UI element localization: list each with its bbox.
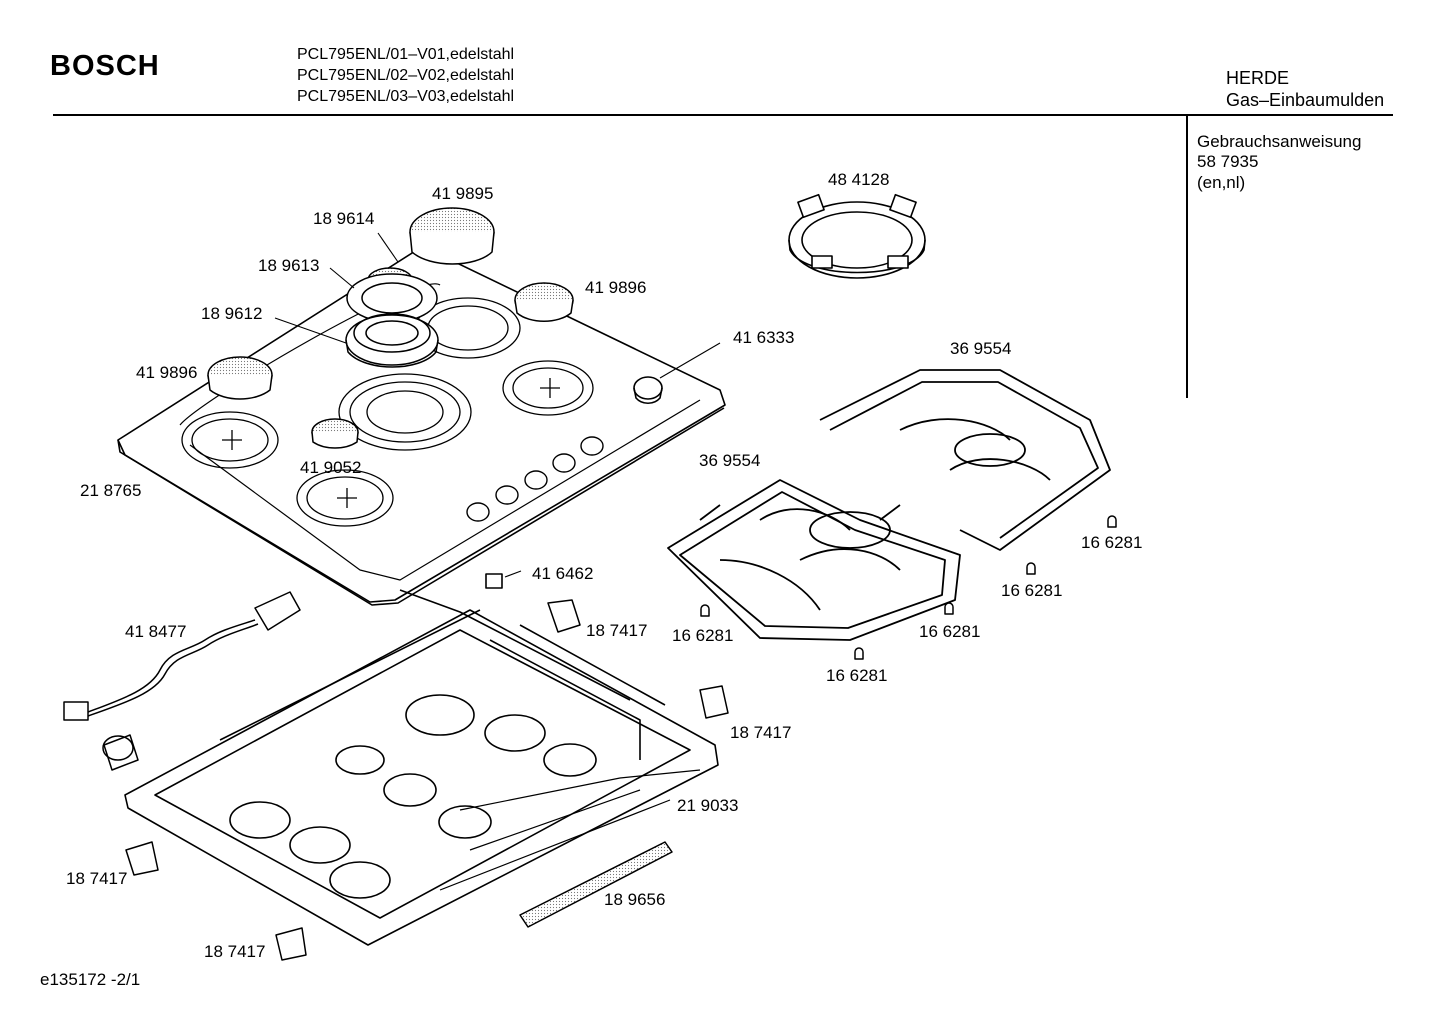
pan-support-front (667, 479, 961, 641)
wok-burner-stack (345, 267, 439, 368)
part-label-418477: 41 8477 (125, 622, 187, 641)
pan-support-rear (819, 369, 1111, 551)
part-label-189614: 18 9614 (313, 209, 375, 228)
wok-ring (788, 193, 926, 279)
bottom-tray (124, 589, 719, 946)
part-label-219033: 21 9033 (677, 796, 739, 815)
part-label-416462: 41 6462 (532, 564, 594, 583)
part-label-416333: 41 6333 (733, 328, 795, 347)
part-label-187417-bottom: 18 7417 (204, 942, 266, 961)
burner-caps (207, 207, 574, 449)
part-label-419052: 41 9052 (300, 458, 362, 477)
model-line-3: PCL795ENL/03–V03,edelstahl (297, 88, 515, 105)
part-label-166281-d: 16 6281 (919, 622, 981, 641)
part-label-369554-front: 36 9554 (699, 451, 761, 470)
power-cable (63, 591, 301, 721)
sealing-strip (519, 841, 673, 928)
category-subtitle: Gas–Einbaumulden (1226, 90, 1385, 110)
burner-recesses (181, 297, 594, 527)
part-label-218765: 21 8765 (80, 481, 142, 500)
part-label-187417-right: 18 7417 (730, 723, 792, 742)
part-label-187417-top: 18 7417 (586, 621, 648, 640)
part-label-484128: 48 4128 (828, 170, 890, 189)
hob-top-plate (117, 247, 726, 606)
part-label-166281-c: 16 6281 (672, 626, 734, 645)
model-line-1: PCL795ENL/01–V01,edelstahl (297, 46, 515, 63)
part-label-419896-left: 41 9896 (136, 363, 198, 382)
small-clip-part (485, 573, 503, 589)
part-label-189612: 18 9612 (201, 304, 263, 323)
doc-number: 58 7935 (1197, 152, 1259, 171)
category-title: HERDE (1226, 68, 1290, 88)
part-label-189613: 18 9613 (258, 256, 320, 275)
part-label-187417-left: 18 7417 (66, 869, 128, 888)
header-divider (53, 114, 1393, 116)
control-knob-part (633, 376, 663, 405)
part-label-166281-e: 16 6281 (826, 666, 888, 685)
doc-languages: (en,nl) (1197, 173, 1246, 192)
igniter-part (102, 734, 139, 771)
drawing-reference: e135172 -2/1 (40, 970, 141, 989)
part-label-166281-a: 16 6281 (1081, 533, 1143, 552)
side-divider (1186, 116, 1188, 398)
part-label-189656: 18 9656 (604, 890, 666, 909)
mounting-clips (125, 599, 729, 961)
control-knob-holes (466, 436, 604, 522)
part-label-419895: 41 9895 (432, 184, 494, 203)
leader-lines (274, 232, 721, 578)
part-label-369554-rear: 36 9554 (950, 339, 1012, 358)
part-label-166281-b: 16 6281 (1001, 581, 1063, 600)
brand-logo: BOSCH (50, 50, 160, 82)
rubber-feet (700, 515, 1117, 660)
model-line-2: PCL795ENL/02–V02,edelstahl (297, 67, 515, 84)
part-label-419896-right: 41 9896 (585, 278, 647, 297)
doc-type: Gebrauchsanweisung (1197, 132, 1362, 151)
